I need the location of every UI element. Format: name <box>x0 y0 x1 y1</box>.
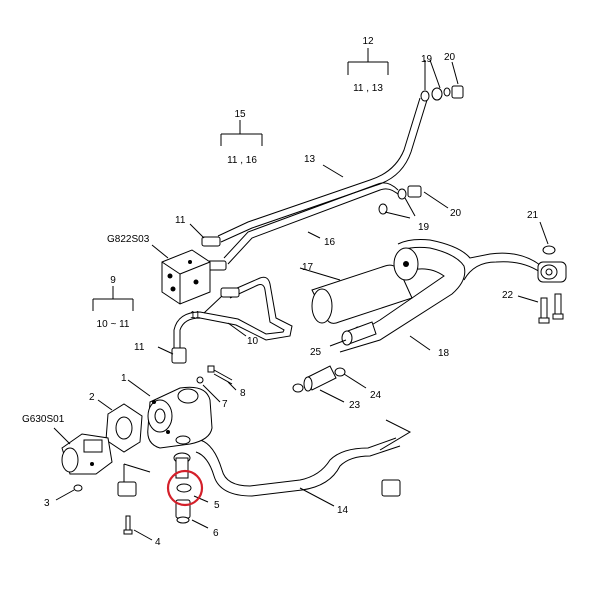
callout-22: 22 <box>502 290 514 301</box>
callout-3: 3 <box>44 498 50 509</box>
callout-11-lower: 11 <box>134 342 145 353</box>
callout-13: 13 <box>304 154 316 165</box>
tube-13: 13 <box>217 97 428 243</box>
callout-9: 9 <box>110 275 116 286</box>
group-12-range: 11 , 13 <box>353 83 383 94</box>
callout-6: 6 <box>213 528 219 539</box>
pump-1: 1 <box>121 373 213 449</box>
group-15-range: 11 , 16 <box>227 155 257 166</box>
fitting-16-end <box>207 260 227 271</box>
pump-assembly-ref: G630S01 <box>22 414 113 475</box>
callout-20-mid: 20 <box>450 208 462 219</box>
group-bracket-12: 12 11 , 13 <box>347 36 389 94</box>
callout-10: 10 <box>247 336 259 347</box>
callout-15: 15 <box>234 109 246 120</box>
fitting-mid-19-20: 19 20 <box>378 185 462 233</box>
callout-7: 7 <box>222 399 228 410</box>
group-bracket-9: 9 10 ~ 11 <box>92 275 134 330</box>
fitting-5-6: 5 6 <box>173 452 220 539</box>
callout-1: 1 <box>121 373 127 384</box>
callout-23: 23 <box>349 400 361 411</box>
callout-16: 16 <box>324 237 336 248</box>
callout-14: 14 <box>337 505 349 516</box>
oring-3: 3 <box>44 484 83 509</box>
tube-10: 11 10 <box>173 276 293 348</box>
tube-16: 16 <box>223 182 401 265</box>
callout-20-top: 20 <box>444 52 456 63</box>
ref-pump-label: G630S01 <box>22 414 65 425</box>
block-and-bolt-4: 4 <box>117 479 401 548</box>
callout-25: 25 <box>310 347 322 358</box>
tube-14: 14 <box>195 419 412 516</box>
callout-12: 12 <box>362 36 374 47</box>
mount-21: 21 <box>527 210 567 283</box>
highlight-ring <box>166 469 204 507</box>
callout-5: 5 <box>214 500 220 511</box>
callout-8: 8 <box>240 388 246 399</box>
callout-4: 4 <box>155 537 161 548</box>
callout-17: 17 <box>302 262 314 273</box>
callout-18: 18 <box>438 348 450 359</box>
group-9-range: 10 ~ 11 <box>97 319 130 330</box>
filter-17: 17 <box>299 262 413 334</box>
plate-2: 2 <box>89 392 143 453</box>
fitting-top-19-20: 19 20 <box>420 52 464 102</box>
tube-18: 18 <box>339 239 541 359</box>
hose-parts-23-24-25: 25 24 23 <box>292 321 382 411</box>
callout-11-valve: 11 <box>190 310 201 321</box>
ref-valve-label: G822S03 <box>107 234 150 245</box>
group-bracket-15: 15 11 , 16 <box>220 109 263 166</box>
callout-2: 2 <box>89 392 95 403</box>
callout-19-top: 19 <box>421 54 433 65</box>
washer-7-bolt-8: 7 8 <box>196 365 246 410</box>
callout-19-mid: 19 <box>418 222 430 233</box>
callout-24: 24 <box>370 390 382 401</box>
fitting-11-upper: 11 <box>175 215 221 247</box>
callout-21: 21 <box>527 210 539 221</box>
valve-block: G822S03 <box>107 234 211 305</box>
fitting-11-lower: 11 <box>134 342 187 364</box>
callout-11-upper: 11 <box>175 215 186 226</box>
bolt-22: 22 <box>502 290 564 324</box>
